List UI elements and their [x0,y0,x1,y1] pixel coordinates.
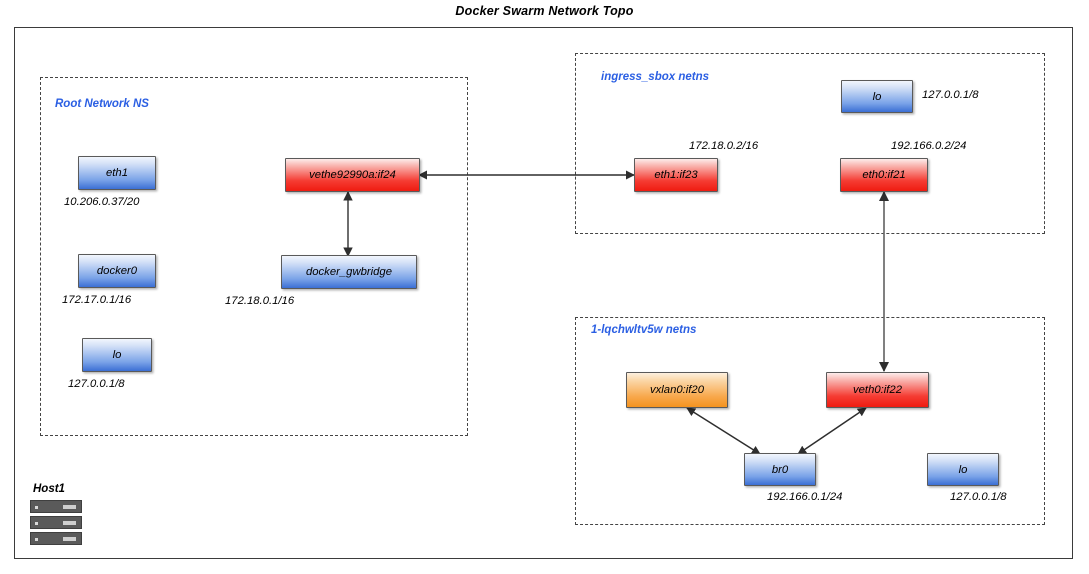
rack-unit [30,532,82,545]
addr-docker0: 172.17.0.1/16 [62,294,132,306]
node-eth1-ingress[interactable]: eth1:if23 [634,158,718,192]
host-label: Host1 [33,483,65,495]
addr-lo-root: 127.0.0.1/8 [68,378,125,390]
namespace-ingress-sbox [575,53,1045,234]
node-docker-gwbridge[interactable]: docker_gwbridge [281,255,417,289]
node-vethe92990a[interactable]: vethe92990a:if24 [285,158,420,192]
node-eth0-ingress[interactable]: eth0:if21 [840,158,928,192]
addr-docker-gwbridge: 172.18.0.1/16 [225,295,295,307]
namespace-label-root: Root Network NS [55,98,149,110]
addr-br0: 192.166.0.1/24 [767,491,843,503]
addr-eth1-root: 10.206.0.37/20 [64,196,140,208]
addr-lo-ingress: 127.0.0.1/8 [922,89,979,101]
addr-eth0-ingress: 192.166.0.2/24 [891,140,967,152]
rack-unit [30,516,82,529]
node-docker0[interactable]: docker0 [78,254,156,288]
rack-slot-icon [63,537,76,541]
rack-led-icon [35,506,38,509]
node-lo-overlay[interactable]: lo [927,453,999,486]
node-vxlan0[interactable]: vxlan0:if20 [626,372,728,408]
rack-led-icon [35,522,38,525]
rack-slot-icon [63,505,76,509]
node-lo-ingress[interactable]: lo [841,80,913,113]
node-br0[interactable]: br0 [744,453,816,486]
namespace-overlay [575,317,1045,525]
node-eth1-root[interactable]: eth1 [78,156,156,190]
host-frame [14,27,1073,559]
rack-unit [30,500,82,513]
page-title: Docker Swarm Network Topo [455,4,634,18]
namespace-root-network-ns [40,77,468,436]
node-veth0[interactable]: veth0:if22 [826,372,929,408]
namespace-label-overlay: 1-lqchwltv5w netns [591,324,697,336]
addr-eth1-ingress: 172.18.0.2/16 [689,140,759,152]
namespace-label-ingress: ingress_sbox netns [601,71,710,83]
server-rack-icon [30,500,82,548]
rack-led-icon [35,538,38,541]
node-lo-root[interactable]: lo [82,338,152,372]
addr-lo-overlay: 127.0.0.1/8 [950,491,1007,503]
rack-slot-icon [63,521,76,525]
